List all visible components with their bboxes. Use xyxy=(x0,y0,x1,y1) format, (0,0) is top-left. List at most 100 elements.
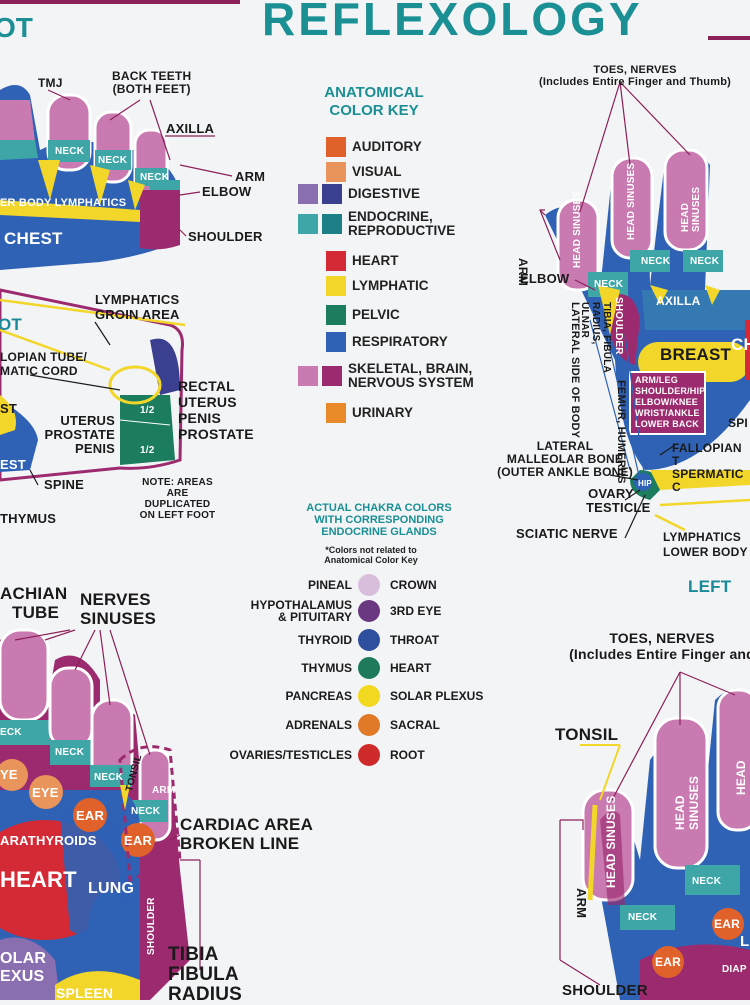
chakra-name: CROWN xyxy=(390,578,437,592)
label-thymus: THYMUS xyxy=(0,511,57,526)
label-ear-rb1: EAR xyxy=(714,917,740,931)
chakra-gland: THYMUS xyxy=(301,661,352,675)
chakra-color-dot xyxy=(358,629,380,651)
label-eustachian: ACHIAN TUBE xyxy=(0,584,68,622)
color-key-row: SKELETAL, BRAIN,NERVOUS SYSTEM xyxy=(298,362,474,390)
color-key-row: ENDOCRINE,REPRODUCTIVE xyxy=(298,210,455,238)
label-head-sinuses-r2: HEAD SINUSES xyxy=(626,162,637,240)
label-chest: CHEST xyxy=(4,229,63,248)
chart-title: REFLEXOLOGY xyxy=(262,0,643,45)
label-arm: ARM xyxy=(235,169,266,184)
color-key-label: AUDITORY xyxy=(352,139,422,154)
label-tonsil-r: TONSIL xyxy=(555,725,619,744)
color-key-label: PELVIC xyxy=(352,307,400,322)
label-neck-rb1: NECK xyxy=(692,876,722,887)
label-neck-b2: NECK xyxy=(94,772,124,783)
label-est: EST xyxy=(0,457,26,472)
label-st: ST xyxy=(0,401,18,416)
label-neck-r2: NECK xyxy=(690,256,720,267)
label-neck-b1: NECK xyxy=(55,747,85,758)
chakra-color-dot xyxy=(358,600,380,622)
color-swatch xyxy=(322,214,342,234)
label-hip: HIP xyxy=(638,479,652,488)
left-title-fragment: OT xyxy=(0,12,33,43)
chakra-name: THROAT xyxy=(390,633,440,647)
label-head-sinuses-r3: HEAD SINUSES xyxy=(680,186,702,232)
color-key-row: RESPIRATORY xyxy=(326,332,448,352)
chakra-color-dot xyxy=(358,685,380,707)
label-neck-2: NECK xyxy=(98,155,128,166)
label-toes-nerves-top: TOES, NERVES (Includes Entire Finger and… xyxy=(539,64,731,88)
label-shoulder: SHOULDER xyxy=(188,229,263,244)
label-uterus-group: UTERUS PROSTATE PENIS xyxy=(44,413,115,456)
label-half-2: 1/2 xyxy=(140,445,155,456)
color-swatch xyxy=(326,305,346,325)
color-key-label: HEART xyxy=(352,253,399,268)
label-nerves-sinuses: NERVES SINUSES xyxy=(80,590,157,628)
color-key-row: URINARY xyxy=(326,403,413,423)
label-head-sinuses-r1: HEAD SINUSES xyxy=(572,190,583,268)
chakra-name: HEART xyxy=(390,661,432,675)
color-swatch xyxy=(298,214,318,234)
label-solar-plexus: OLAR EXUS xyxy=(0,950,47,985)
color-swatch xyxy=(326,332,346,352)
label-cardiac: CARDIAC AREA BROKEN LINE xyxy=(180,815,314,853)
label-neck-3: NECK xyxy=(140,172,170,183)
chakra-name: SOLAR PLEXUS xyxy=(390,689,484,703)
label-fallopian-r: FALLOPIAN T SPERMATIC C xyxy=(672,441,744,494)
label-lung: LUNG xyxy=(88,880,135,897)
chakra-gland: HYPOTHALAMUS& PITUITARY xyxy=(250,598,352,624)
color-swatch xyxy=(326,137,346,157)
color-swatch xyxy=(326,403,346,423)
label-back-teeth: BACK TEETH (BOTH FEET) xyxy=(112,69,192,96)
label-parathyroids: ARATHYROIDS xyxy=(0,833,97,848)
chakra-color-dot xyxy=(358,574,380,596)
color-key-label: SKELETAL, BRAIN,NERVOUS SYSTEM xyxy=(348,361,474,390)
color-key-row: AUDITORY xyxy=(326,137,422,157)
chakra-note: *Colors not related to Anatomical Color … xyxy=(324,545,418,565)
label-half-1: 1/2 xyxy=(140,405,155,416)
color-swatch xyxy=(326,251,346,271)
label-ear-2: EAR xyxy=(124,833,153,848)
label-left: LEFT xyxy=(688,577,732,596)
label-elbow: ELBOW xyxy=(202,184,252,199)
chakra-name: SACRAL xyxy=(390,718,440,732)
label-shoulder-r: SHOULDER xyxy=(613,297,624,355)
label-eck: ECK xyxy=(0,727,22,738)
label-tibia-b: TIBIA FIBULA RADIUS xyxy=(168,944,243,1005)
label-shoulder-b: SHOULDER xyxy=(146,897,157,955)
color-key-row: PELVIC xyxy=(326,305,400,325)
chakra-heading: ACTUAL CHAKRA COLORS WITH CORRESPONDING … xyxy=(306,502,452,538)
chakra-color-dot xyxy=(358,714,380,736)
label-ch: CH xyxy=(731,335,750,354)
color-key-row: DIGESTIVE xyxy=(298,184,420,204)
chakra-gland: THYROID xyxy=(298,633,352,647)
label-neck-b3: NECK xyxy=(131,806,161,817)
label-neck-rb2: NECK xyxy=(628,912,658,923)
color-key-label: LYMPHATIC xyxy=(352,278,429,293)
color-key-heading: ANATOMICAL COLOR KEY xyxy=(324,84,424,119)
label-axilla: AXILLA xyxy=(166,121,215,136)
chakra-gland: ADRENALS xyxy=(285,718,352,732)
label-ot: OT xyxy=(0,315,23,334)
label-breast: BREAST xyxy=(660,345,732,364)
label-tmj: TMJ xyxy=(38,76,63,90)
label-shoulder-rb: SHOULDER xyxy=(562,982,648,999)
label-head-b: HEAD xyxy=(734,760,748,795)
chakra-color-dot xyxy=(358,744,380,766)
color-key-label: DIGESTIVE xyxy=(348,186,421,201)
label-ear-1: EAR xyxy=(76,808,105,823)
chakra-gland: OVARIES/TESTICLES xyxy=(229,748,352,762)
label-elbow-r: ELBOW xyxy=(520,271,570,286)
label-ear-rb2: EAR xyxy=(655,955,681,969)
label-ye: YE xyxy=(0,767,18,782)
label-ovary: OVARY TESTICLE xyxy=(586,486,651,515)
label-toes-nerves-bottom: TOES, NERVES (Includes Entire Finger and xyxy=(569,630,750,662)
chakra-gland: PINEAL xyxy=(307,578,352,592)
label-l: L xyxy=(740,933,750,950)
color-swatch xyxy=(326,162,346,182)
label-heart: HEART xyxy=(0,867,77,892)
color-key-row: LYMPHATIC xyxy=(326,276,429,296)
label-sciatic: SCIATIC NERVE xyxy=(516,526,618,541)
